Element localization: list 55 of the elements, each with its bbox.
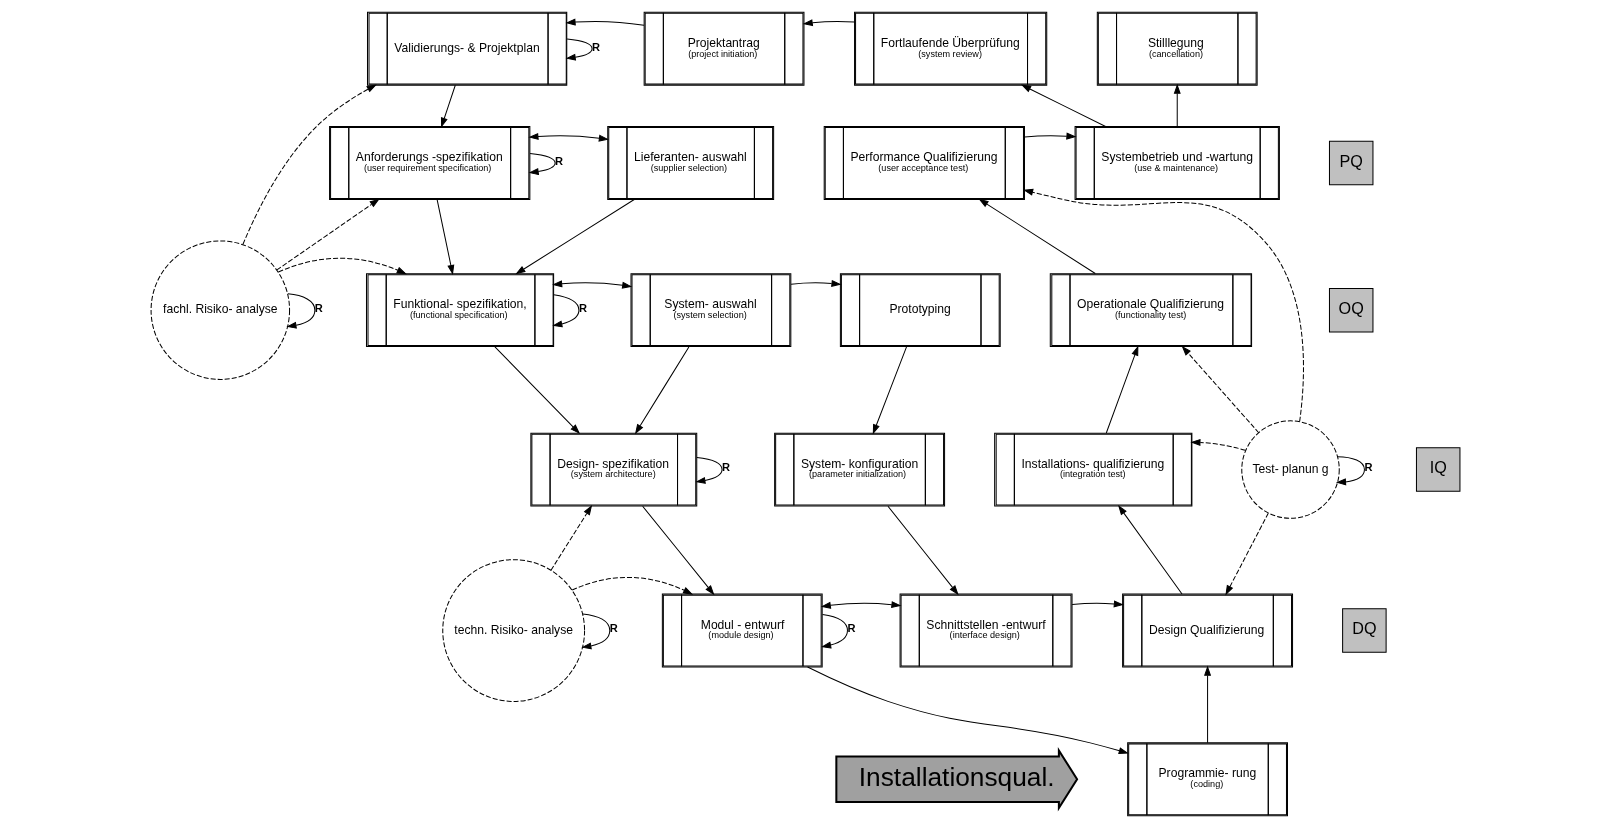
arrow xyxy=(440,84,456,128)
arrow xyxy=(571,576,693,595)
arrow xyxy=(802,19,855,27)
arrow xyxy=(275,198,380,271)
arrow xyxy=(1173,83,1181,127)
arrow xyxy=(514,199,635,275)
arrow xyxy=(528,152,556,176)
arrow xyxy=(806,666,1129,755)
arrow xyxy=(550,504,592,571)
arrow xyxy=(820,613,848,649)
arrow xyxy=(978,198,1096,275)
arrow xyxy=(790,279,842,287)
node-box: DQ xyxy=(1341,608,1387,653)
edge-label: R xyxy=(554,154,563,167)
node-circle: fachl. Risiko- analyse xyxy=(150,240,290,380)
arrow xyxy=(527,132,609,142)
node-circle: Test- planun g xyxy=(1240,420,1340,519)
node-box: IQ xyxy=(1415,447,1460,492)
arrow xyxy=(886,505,959,596)
node-box: OQ xyxy=(1328,287,1373,333)
node-circle: techn. Risiko- analyse xyxy=(441,559,585,702)
edge-label: R xyxy=(846,622,855,635)
arrow xyxy=(1181,345,1259,434)
arrow xyxy=(564,18,644,26)
arrow xyxy=(820,601,902,609)
arrow xyxy=(1023,132,1076,140)
arrow xyxy=(493,346,580,435)
edge-label: R xyxy=(578,302,587,314)
arrow xyxy=(1071,600,1124,608)
edge-label: R xyxy=(1363,461,1372,474)
node-box: PQ xyxy=(1328,140,1373,186)
arrow xyxy=(1335,456,1365,486)
arrow xyxy=(277,257,407,275)
arrow xyxy=(1203,665,1211,744)
edge-label: R xyxy=(591,40,600,53)
edge-label: R xyxy=(609,622,618,635)
arrow xyxy=(1105,345,1138,434)
arrow xyxy=(436,199,454,276)
arrow xyxy=(634,346,689,435)
arrow xyxy=(1117,505,1182,595)
arrow xyxy=(1189,438,1246,451)
arrow xyxy=(285,293,315,329)
arrow xyxy=(241,84,377,245)
arrow xyxy=(694,456,723,484)
arrow xyxy=(641,505,714,596)
arrow xyxy=(1224,512,1269,596)
edge-label: R xyxy=(314,302,323,314)
arrow xyxy=(1020,84,1106,128)
arrow xyxy=(551,294,579,328)
arrow xyxy=(580,613,610,650)
arrow xyxy=(1022,188,1304,423)
edge-label: R xyxy=(721,461,730,474)
arrow xyxy=(551,280,632,289)
arrow xyxy=(872,346,907,435)
arrow xyxy=(565,38,593,61)
